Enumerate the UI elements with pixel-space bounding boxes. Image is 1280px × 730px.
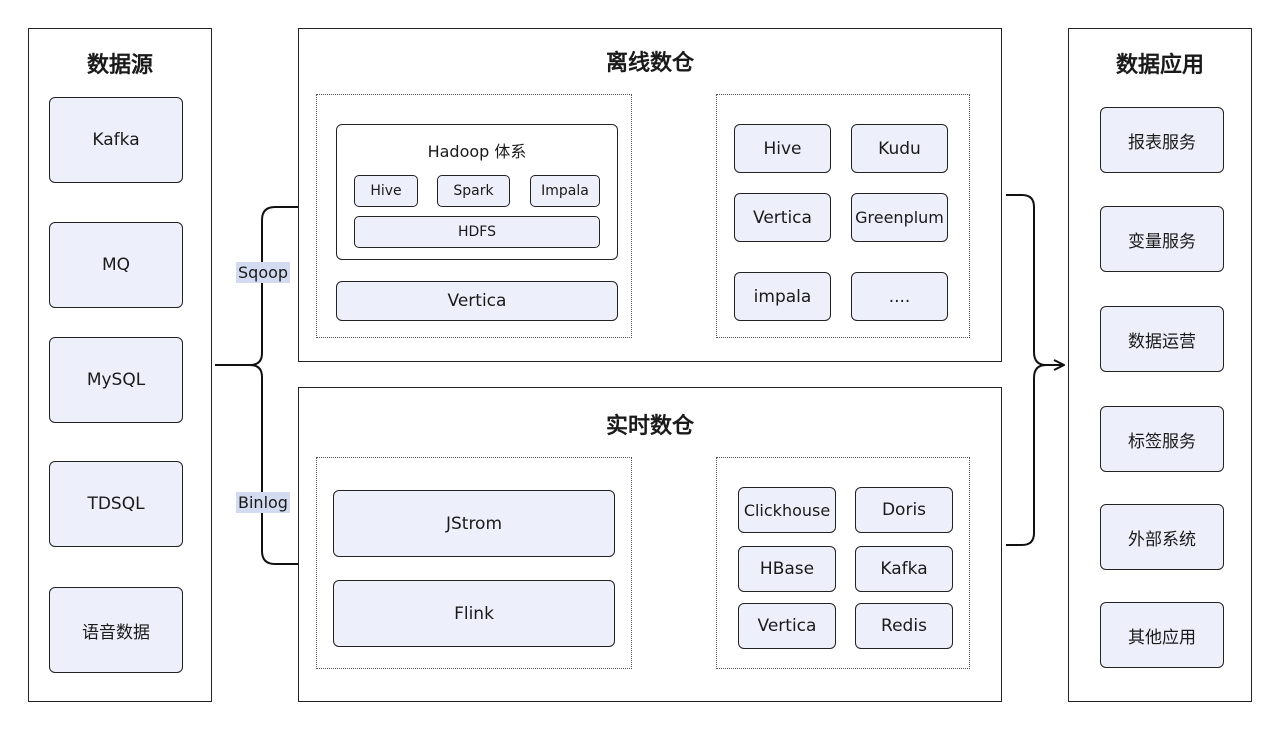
app-other-applications: 其他应用 <box>1100 602 1224 668</box>
hadoop-hive: Hive <box>354 175 418 207</box>
realtime-storage-clickhouse: Clickhouse <box>738 487 836 533</box>
app-variable-service: 变量服务 <box>1100 206 1224 272</box>
hadoop-spark: Spark <box>437 175 510 207</box>
binlog-label: Binlog <box>236 492 290 513</box>
offline-storage-more: .... <box>851 272 948 321</box>
realtime-storage-hbase: HBase <box>738 546 836 592</box>
hadoop-title: Hadoop 体系 <box>427 142 527 161</box>
offline-storage-group <box>716 94 970 338</box>
offline-storage-impala: impala <box>734 272 831 321</box>
sqoop-label: Sqoop <box>236 262 291 283</box>
merge-line-lower <box>1006 364 1047 546</box>
realtime-flink: Flink <box>333 580 615 647</box>
realtime-title: 实时数仓 <box>605 414 694 439</box>
apps-title: 数据应用 <box>1115 53 1204 78</box>
hadoop-hdfs: HDFS <box>354 216 600 248</box>
offline-storage-hive: Hive <box>734 124 831 173</box>
source-voice-data: 语音数据 <box>49 587 183 673</box>
source-mysql: MySQL <box>49 337 183 423</box>
source-split-line <box>215 207 314 366</box>
offline-title: 离线数仓 <box>605 51 694 76</box>
hadoop-impala: Impala <box>530 175 600 207</box>
realtime-storage-doris: Doris <box>855 487 953 533</box>
sources-title: 数据源 <box>86 53 153 78</box>
app-external-systems: 外部系统 <box>1100 504 1224 570</box>
realtime-jstrom: JStrom <box>333 490 615 557</box>
offline-compute-group <box>316 94 632 338</box>
app-report-service: 报表服务 <box>1100 107 1224 173</box>
offline-storage-kudu: Kudu <box>851 124 948 173</box>
realtime-storage-redis: Redis <box>855 603 953 649</box>
merge-line <box>1006 194 1064 365</box>
app-data-operations: 数据运营 <box>1100 306 1224 372</box>
source-kafka: Kafka <box>49 97 183 183</box>
app-tag-service: 标签服务 <box>1100 406 1224 472</box>
offline-storage-vertica: Vertica <box>734 193 831 242</box>
realtime-storage-vertica: Vertica <box>738 603 836 649</box>
source-tdsql: TDSQL <box>49 461 183 547</box>
realtime-storage-group <box>716 457 970 669</box>
offline-vertica: Vertica <box>336 281 618 321</box>
source-mq: MQ <box>49 222 183 308</box>
realtime-compute-group <box>316 457 632 669</box>
realtime-storage-kafka: Kafka <box>855 546 953 592</box>
offline-storage-greenplum: Greenplum <box>851 193 948 242</box>
source-split-line-lower <box>249 364 314 564</box>
